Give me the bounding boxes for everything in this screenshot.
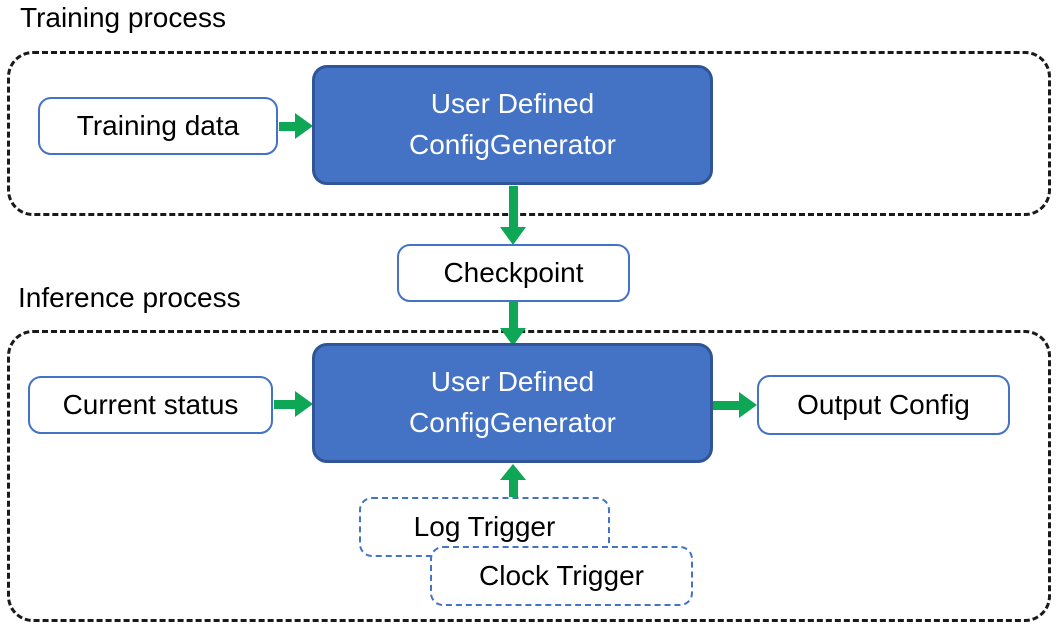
arrow-head [500, 328, 526, 346]
arrow-shaft [508, 302, 518, 328]
training-process-title: Training process [20, 2, 226, 33]
arrow-shaft [274, 399, 295, 409]
arrow-triggers-to-generator [500, 464, 526, 498]
training-process-container [7, 51, 1051, 216]
inference-generator-line2: ConfigGenerator [408, 407, 616, 438]
arrow-shaft [508, 186, 518, 227]
arrow-head [500, 227, 526, 245]
checkpoint-box: Checkpoint [397, 244, 630, 302]
arrow-shaft [279, 121, 295, 131]
current-status-box: Current status [28, 376, 273, 434]
training-generator-line2: ConfigGenerator [408, 129, 616, 160]
arrow-generator-to-output [713, 392, 757, 418]
arrow-shaft [713, 400, 739, 410]
arrow-current-status-to-generator [274, 391, 313, 417]
output-config-box: Output Config [757, 375, 1010, 435]
training-generator-line1: User Defined [430, 88, 595, 120]
inference-process-container [7, 330, 1051, 622]
inference-generator-line1: User Defined [430, 366, 595, 398]
arrow-checkpoint-to-inference-generator [500, 302, 526, 346]
arrow-head [500, 464, 526, 480]
clock-trigger-box: Clock Trigger [430, 546, 693, 606]
arrow-training-data-to-generator [279, 113, 313, 139]
arrow-shaft [508, 480, 518, 498]
inference-process-title: Inference process [18, 282, 241, 313]
arrow-head [739, 392, 757, 418]
training-data-box: Training data [38, 97, 278, 155]
arrow-head [295, 391, 313, 417]
inference-generator-box: User Defined ConfigGenerator [312, 343, 713, 463]
arrow-generator-to-checkpoint [500, 186, 526, 245]
arrow-head [295, 113, 313, 139]
training-generator-box: User Defined ConfigGenerator [312, 65, 713, 185]
